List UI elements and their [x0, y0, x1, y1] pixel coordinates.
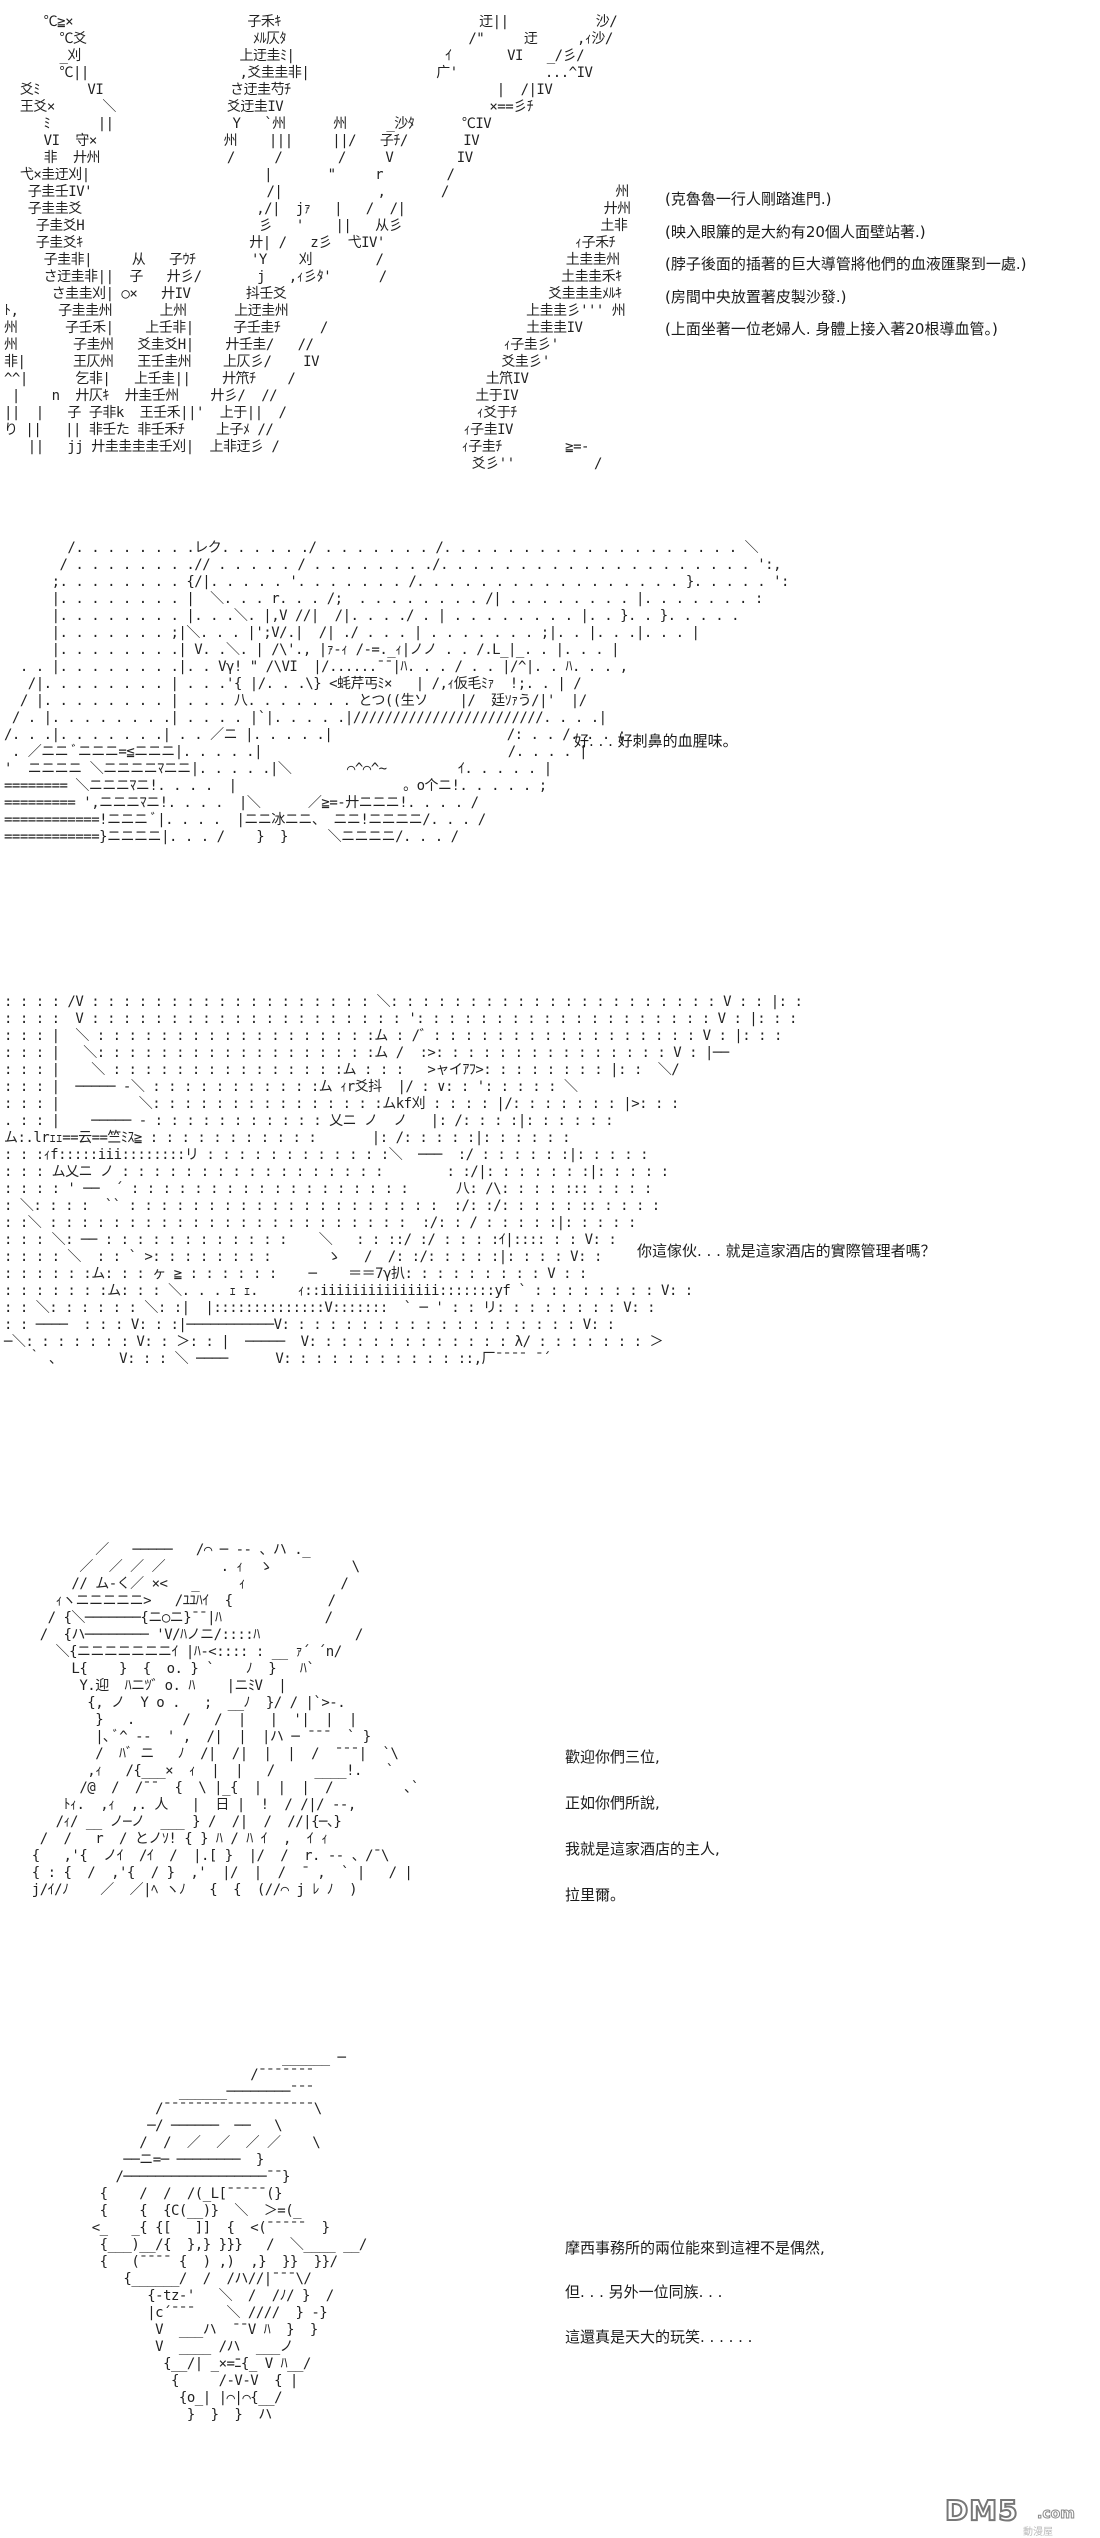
- dialogue-line: 摩西事務所的兩位能來到這裡不是偶然,: [565, 2239, 825, 2257]
- ascii-art-panel-2: /. . . . . . . .レク. . . . . ./ . . . . .…: [4, 540, 789, 845]
- dialogue-line: 拉里爾。: [565, 1886, 626, 1904]
- ascii-art-panel-3: : : : : /V : : : : : : : : : : : : : : :…: [4, 994, 803, 1367]
- dialogue-line: 正如你們所說,: [565, 1794, 660, 1812]
- watermark-suffix: .com: [1037, 2506, 1076, 2523]
- narration-line: (房間中央放置著皮製沙發.): [665, 288, 847, 306]
- watermark-subtitle: 動漫屋: [1023, 2527, 1053, 2538]
- narration-line: (脖子後面的插著的巨大導管將他們的血液匯聚到一處.): [665, 255, 1027, 273]
- dialogue-line: 歡迎你們三位,: [565, 1748, 660, 1766]
- dialogue-line: 好. . . 好刺鼻的血腥味。: [574, 732, 738, 750]
- dm5-watermark-logo: DM5 .com 動漫屋: [944, 2490, 1095, 2538]
- narration-line: (上面坐著一位老婦人. 身體上接入著20根導血管。): [665, 320, 998, 338]
- ascii-art-panel-4: ／ ───── /⌒ ─ -- 、ハ ._ ／ ／ ／ ／ . ｨ ゝ \ //…: [31, 1542, 420, 1898]
- dialogue-line: 你這傢伙. . . 就是這家酒店的實際管理者嗎？: [637, 1242, 936, 1260]
- narration-line: (映入眼簾的是大約有20個人面壁站著.): [665, 223, 926, 241]
- ascii-art-panel-5: ______ ─ /¯¯¯¯¯¯¯ ______────────¯¯¯ /¯¯¯…: [91, 2050, 368, 2423]
- dialogue-line: 但. . . 另外一位同族. . .: [565, 2283, 723, 2301]
- ascii-art-panel-1: ℃≧× 子禾ｷ 迂|| 沙/ ℃爻 ﾒﾙ仄ﾀ /" 迂 ,ｨ沙/ _刈 上迂圭ﾐ…: [4, 14, 631, 472]
- dialogue-line: 這還真是天大的玩笑. . . . . .: [565, 2328, 753, 2346]
- watermark-brand: DM5: [944, 2493, 1019, 2528]
- narration-line: (克魯魯一行人剛踏進門.): [665, 190, 832, 208]
- dialogue-line: 我就是這家酒店的主人,: [565, 1840, 720, 1858]
